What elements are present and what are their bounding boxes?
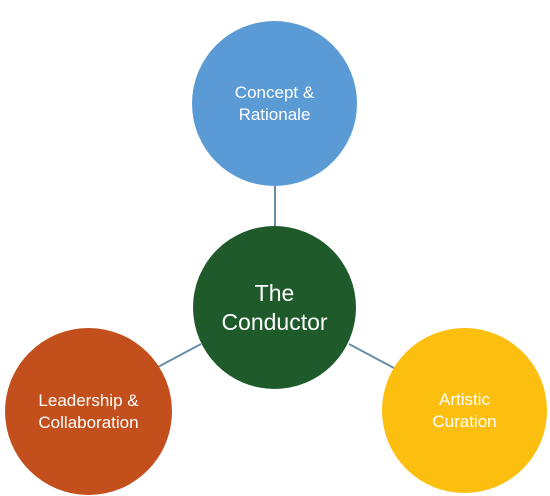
connector-curation xyxy=(348,343,395,369)
node-artistic-curation: Artistic Curation xyxy=(382,328,547,493)
node-leadership-collaboration: Leadership & Collaboration xyxy=(5,328,172,495)
node-the-conductor: The Conductor xyxy=(193,226,356,389)
node-curation-label: Artistic Curation xyxy=(432,389,497,431)
node-conductor-label: The Conductor xyxy=(221,279,328,335)
connector-leadership xyxy=(155,343,202,369)
node-leadership-label: Leadership & Collaboration xyxy=(38,390,139,432)
node-concept-label: Concept & Rationale xyxy=(234,82,315,124)
node-concept-rationale: Concept & Rationale xyxy=(192,21,357,186)
